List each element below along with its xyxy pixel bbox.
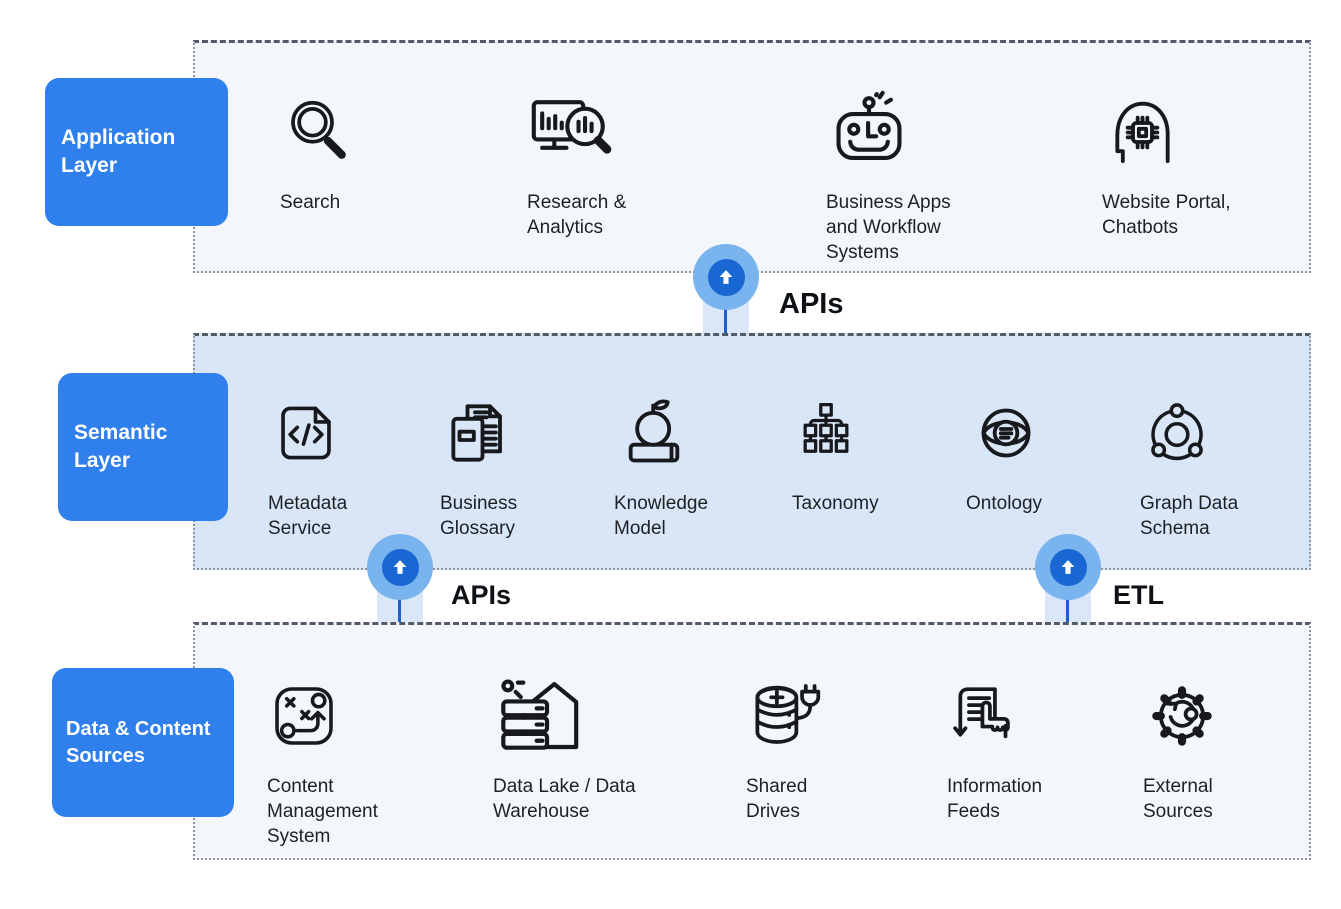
apple-book-icon — [614, 385, 708, 481]
graph-nodes-icon — [1140, 385, 1238, 481]
warehouse-icon — [493, 668, 636, 764]
documents-icon — [440, 385, 520, 481]
data-sources-badge-label: Data & Content Sources — [66, 717, 211, 767]
connector-circle — [693, 244, 759, 310]
connector-label: APIs — [779, 288, 844, 320]
item-website-portal: Website Portal, Chatbots — [1102, 84, 1230, 240]
up-arrow-icon — [381, 548, 419, 586]
gear-sync-icon — [1143, 668, 1221, 764]
item-search: Search — [280, 84, 358, 215]
robot-icon — [826, 84, 951, 180]
tree-icon — [792, 385, 879, 481]
up-arrow-icon — [1049, 548, 1087, 586]
head-chip-icon — [1102, 84, 1230, 180]
connector-circle — [1035, 534, 1101, 600]
item-label: Metadata Service — [268, 493, 348, 540]
item-label: Ontology — [966, 493, 1043, 514]
connector-line — [724, 306, 727, 333]
item-business-glossary: Business Glossary — [440, 385, 520, 541]
search-icon — [280, 84, 358, 180]
connector-circle — [367, 534, 433, 600]
item-knowledge-model: Knowledge Model — [614, 385, 708, 541]
item-label: Business Apps and Workflow Systems — [826, 192, 951, 264]
item-taxonomy: Taxonomy — [792, 385, 879, 516]
item-label: Taxonomy — [792, 493, 879, 514]
item-content-management-system: Content Management System — [267, 668, 378, 849]
connector-label: APIs — [451, 580, 512, 610]
item-shared-drives: Shared Drives — [746, 668, 824, 824]
research-analytics-icon — [527, 84, 626, 180]
data-sources-badge: Data & Content Sources — [52, 668, 234, 817]
semantic-layer-panel — [193, 333, 1311, 570]
semantic-layer-badge: Semantic Layer — [58, 373, 228, 521]
application-layer-badge-label: Application Layer — [61, 125, 176, 177]
feeds-icon — [947, 668, 1042, 764]
item-label: Search — [280, 192, 341, 213]
item-external-sources: External Sources — [1143, 668, 1221, 824]
eye-icon — [966, 385, 1046, 481]
connector-label: ETL — [1113, 580, 1164, 610]
semantic-layer-badge-label: Semantic Layer — [74, 420, 168, 472]
item-label: Information Feeds — [947, 776, 1043, 823]
data-sources-layer-panel — [193, 622, 1311, 860]
item-data-lake-warehouse: Data Lake / Data Warehouse — [493, 668, 636, 824]
item-label: Website Portal, Chatbots — [1102, 192, 1231, 239]
strategy-icon — [267, 668, 378, 764]
item-label: Business Glossary — [440, 493, 518, 540]
item-business-apps: Business Apps and Workflow Systems — [826, 84, 951, 265]
code-document-icon — [268, 385, 347, 481]
item-label: Shared Drives — [746, 776, 808, 823]
connector-line — [1066, 596, 1069, 622]
item-graph-data-schema: Graph Data Schema — [1140, 385, 1238, 541]
item-label: External Sources — [1143, 776, 1213, 823]
item-label: Data Lake / Data Warehouse — [493, 776, 636, 823]
item-label: Content Management System — [267, 776, 378, 848]
item-label: Research & Analytics — [527, 192, 627, 239]
item-label: Graph Data Schema — [1140, 493, 1239, 540]
item-ontology: Ontology — [966, 385, 1046, 516]
item-information-feeds: Information Feeds — [947, 668, 1042, 824]
item-metadata-service: Metadata Service — [268, 385, 347, 541]
up-arrow-icon — [707, 258, 745, 296]
application-layer-badge: Application Layer — [45, 78, 228, 226]
connector-line — [398, 596, 401, 622]
item-label: Knowledge Model — [614, 493, 709, 540]
database-plug-icon — [746, 668, 824, 764]
item-research-analytics: Research & Analytics — [527, 84, 626, 240]
